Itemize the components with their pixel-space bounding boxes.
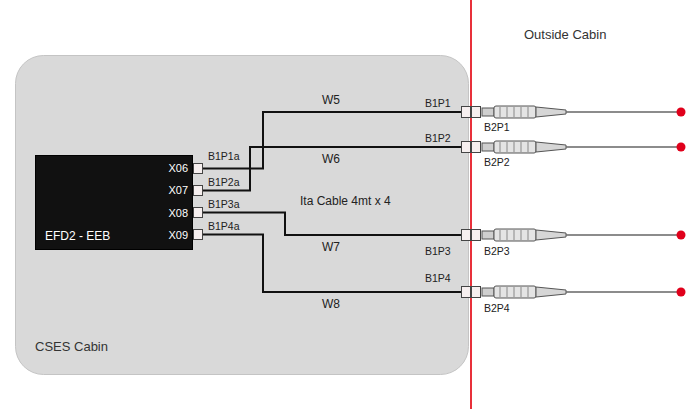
cable-wire [203, 112, 461, 169]
plug-rib [500, 107, 501, 117]
sensor-tip [677, 231, 686, 240]
connector-pin: B1P4a [193, 229, 203, 240]
plug-nut [482, 143, 494, 151]
connector-label: B1P4a [208, 220, 240, 232]
plug-body [494, 141, 536, 153]
wire-label: W7 [322, 240, 340, 254]
connector-pin: B1P3 [461, 229, 471, 241]
plug-rib [507, 230, 508, 240]
sensor-lead [566, 146, 678, 148]
strain-relief [536, 287, 566, 297]
plug-rib [528, 287, 529, 297]
plug-rib [521, 142, 522, 152]
wire-label: W8 [322, 297, 340, 311]
plug-body [494, 286, 536, 298]
connector-pin: B2P3 [471, 229, 481, 241]
cable-note: Ita Cable 4mt x 4 [300, 194, 391, 209]
plug-rib [528, 230, 529, 240]
wire-label: W6 [322, 152, 340, 166]
plug-rib [507, 287, 508, 297]
connector-label: B2P1 [484, 121, 510, 133]
plug-nut [482, 108, 494, 116]
connector-pin: B2P2 [471, 141, 481, 153]
plug-body [494, 106, 536, 118]
cabin-wall-line [470, 0, 472, 409]
sensor-lead [566, 291, 678, 293]
sensor-tip [677, 143, 686, 152]
plug-rib [514, 142, 515, 152]
plug-rib [500, 287, 501, 297]
plug-rib [528, 107, 529, 117]
cabin-region: CSES Cabin EFD2 - EEB B1P1aB1P2aB1P3aB1P4a [15, 55, 469, 375]
cabin-shape [16, 56, 469, 375]
plug-body [494, 229, 536, 241]
connector-label: B1P4 [425, 272, 451, 284]
plug-rib [521, 107, 522, 117]
connector-label: B1P3a [208, 198, 240, 210]
plug-rib [528, 142, 529, 152]
connector-label: B1P1a [208, 150, 240, 162]
plug-rib [521, 287, 522, 297]
cable-wire [203, 235, 461, 293]
plug-nut [482, 288, 494, 296]
strain-relief [536, 107, 566, 117]
connector-pin: B1P2a [193, 185, 203, 196]
cable-wire [203, 147, 461, 191]
connector-label: B2P3 [484, 245, 510, 257]
connector-label: B1P2a [208, 176, 240, 188]
connector-pin: B1P1a [193, 163, 203, 174]
connector-pin: B1P2 [461, 141, 471, 153]
plug-rib [514, 287, 515, 297]
port-name: X07 [168, 183, 188, 197]
port-name: X08 [168, 206, 188, 220]
connector-label: B2P4 [484, 302, 510, 314]
plug-rib [500, 230, 501, 240]
sensor-lead [566, 111, 678, 113]
plug-rib [521, 230, 522, 240]
strain-relief [536, 230, 566, 240]
plug-rib [507, 142, 508, 152]
connector-pin: B2P4 [471, 286, 481, 298]
connector-pin: B1P4 [461, 286, 471, 298]
plug-rib [500, 142, 501, 152]
plug-rib [514, 107, 515, 117]
connector-label: B2P2 [484, 156, 510, 168]
connector-pin: B2P1 [471, 106, 481, 118]
sensor-tip [677, 108, 686, 117]
connector-pin: B1P1 [461, 106, 471, 118]
region-label: Outside Cabin [524, 27, 606, 43]
strain-relief [536, 142, 566, 152]
port-name: X06 [168, 161, 188, 175]
connector-label: B1P1 [425, 97, 451, 109]
plug-rib [507, 107, 508, 117]
plug-rib [514, 230, 515, 240]
sensor-lead [566, 234, 678, 236]
wire-label: W5 [322, 93, 340, 107]
sensor-tip [677, 288, 686, 297]
plug-nut [482, 231, 494, 239]
cable-wire [203, 213, 461, 236]
port-name: X09 [168, 228, 188, 242]
equipment-name: EFD2 - EEB [45, 229, 110, 243]
region-label: CSES Cabin [35, 339, 108, 354]
connector-label: B1P2 [425, 132, 451, 144]
connector-label: B1P3 [425, 245, 451, 257]
connector-pin: B1P3a [193, 207, 203, 218]
